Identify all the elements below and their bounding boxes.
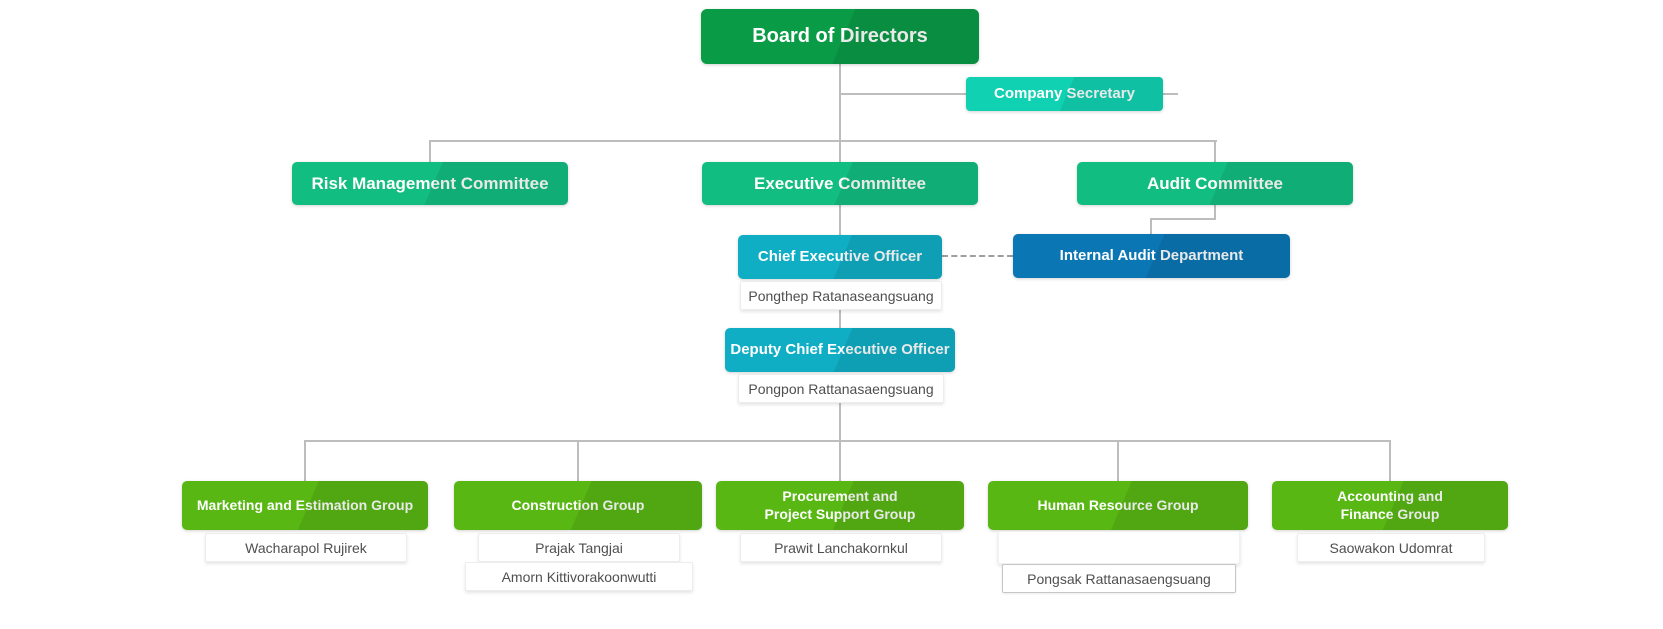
connector-executive-to-ceo: [839, 205, 841, 235]
board-of-directors-label: Board of Directors: [752, 25, 928, 47]
ceo-label: Chief Executive Officer: [757, 247, 923, 265]
marketing-estimation-person-name: Wacharapol Rujirek: [245, 539, 367, 556]
connector-board-trunk: [839, 64, 841, 142]
deputy-ceo-person-name: Pongpon Rattanasaengsuang: [748, 380, 934, 397]
construction-person-name-2: Amorn Kittivorakoonwutti: [501, 568, 657, 585]
internal-audit-department-node[interactable]: Internal Audit Department: [1013, 234, 1290, 278]
accounting-finance-group-label-line2: Finance Group: [1340, 505, 1440, 522]
construction-person-name-1: Prajak Tangjai: [535, 539, 623, 556]
connector-secretary-right: [1163, 93, 1178, 95]
risk-management-committee-node[interactable]: Risk Management Committee: [292, 162, 568, 205]
accounting-finance-person-name: Saowakon Udomrat: [1329, 539, 1453, 556]
procurement-project-support-group-node[interactable]: Procurement and Project Support Group: [716, 481, 964, 530]
marketing-estimation-group-node[interactable]: Marketing and Estimation Group: [182, 481, 428, 530]
deputy-ceo-label: Deputy Chief Executive Officer: [730, 340, 950, 358]
connector-drop-construction: [577, 440, 579, 481]
procurement-person-box[interactable]: Prawit Lanchakornkul: [740, 533, 942, 562]
accounting-finance-group-node[interactable]: Accounting and Finance Group: [1272, 481, 1508, 530]
procurement-group-label-line2: Project Support Group: [764, 505, 916, 522]
ceo-node[interactable]: Chief Executive Officer: [738, 235, 942, 279]
connector-audit-to-iad-elbow: [1150, 218, 1216, 220]
board-of-directors-node[interactable]: Board of Directors: [701, 9, 979, 64]
accounting-finance-group-label-line1: Accounting and: [1337, 488, 1443, 504]
ceo-person-box[interactable]: Pongthep Ratanaseangsuang: [740, 281, 942, 310]
deputy-ceo-node[interactable]: Deputy Chief Executive Officer: [725, 328, 955, 372]
construction-group-label-line1: Construction Group: [511, 496, 645, 513]
internal-audit-department-label: Internal Audit Department: [1059, 246, 1244, 264]
connector-audit-to-iad-top: [1214, 205, 1216, 220]
deputy-ceo-person-box[interactable]: Pongpon Rattanasaengsuang: [738, 374, 944, 403]
executive-committee-label: Executive Committee: [754, 173, 926, 193]
construction-person-box-1[interactable]: Prajak Tangjai: [478, 533, 680, 562]
construction-person-box-2[interactable]: Amorn Kittivorakoonwutti: [465, 562, 693, 591]
construction-group-node[interactable]: Construction Group: [454, 481, 702, 530]
ceo-person-name: Pongthep Ratanaseangsuang: [748, 287, 934, 304]
company-secretary-label: Company Secretary: [994, 84, 1135, 102]
connector-ceo-iad-dashed: [942, 255, 1013, 257]
procurement-group-label-line1: Procurement and: [782, 488, 898, 504]
executive-committee-node[interactable]: Executive Committee: [702, 162, 978, 205]
audit-committee-label: Audit Committee: [1147, 173, 1283, 193]
connector-audit-to-iad-bottom: [1150, 218, 1152, 234]
connector-ceo-to-deputy: [839, 308, 841, 328]
connector-group-bus: [304, 440, 1391, 442]
human-resource-person-name: Pongsak Rattanasaengsuang: [1027, 570, 1211, 587]
connector-drop-audit: [1214, 140, 1216, 162]
human-resource-group-node[interactable]: Human Resource Group: [988, 481, 1248, 530]
human-resource-group-label-line1: Human Resource Group: [1037, 496, 1199, 513]
connector-drop-risk: [429, 140, 431, 162]
human-resource-vacant-person-box[interactable]: [998, 531, 1240, 564]
connector-committee-bus: [429, 140, 1217, 142]
company-secretary-node[interactable]: Company Secretary: [966, 77, 1163, 111]
connector-secretary-left: [839, 93, 968, 95]
connector-drop-executive: [839, 140, 841, 162]
audit-committee-node[interactable]: Audit Committee: [1077, 162, 1353, 205]
risk-management-committee-label: Risk Management Committee: [311, 173, 549, 193]
connector-drop-accounting: [1389, 440, 1391, 481]
human-resource-person-box[interactable]: Pongsak Rattanasaengsuang: [1002, 564, 1236, 593]
marketing-estimation-group-label-line1: Marketing and Estimation Group: [196, 496, 414, 513]
marketing-estimation-person-box[interactable]: Wacharapol Rujirek: [205, 533, 407, 562]
connector-drop-marketing: [304, 440, 306, 481]
procurement-person-name: Prawit Lanchakornkul: [774, 539, 908, 556]
connector-drop-hr: [1117, 440, 1119, 481]
accounting-finance-person-box[interactable]: Saowakon Udomrat: [1297, 533, 1485, 562]
